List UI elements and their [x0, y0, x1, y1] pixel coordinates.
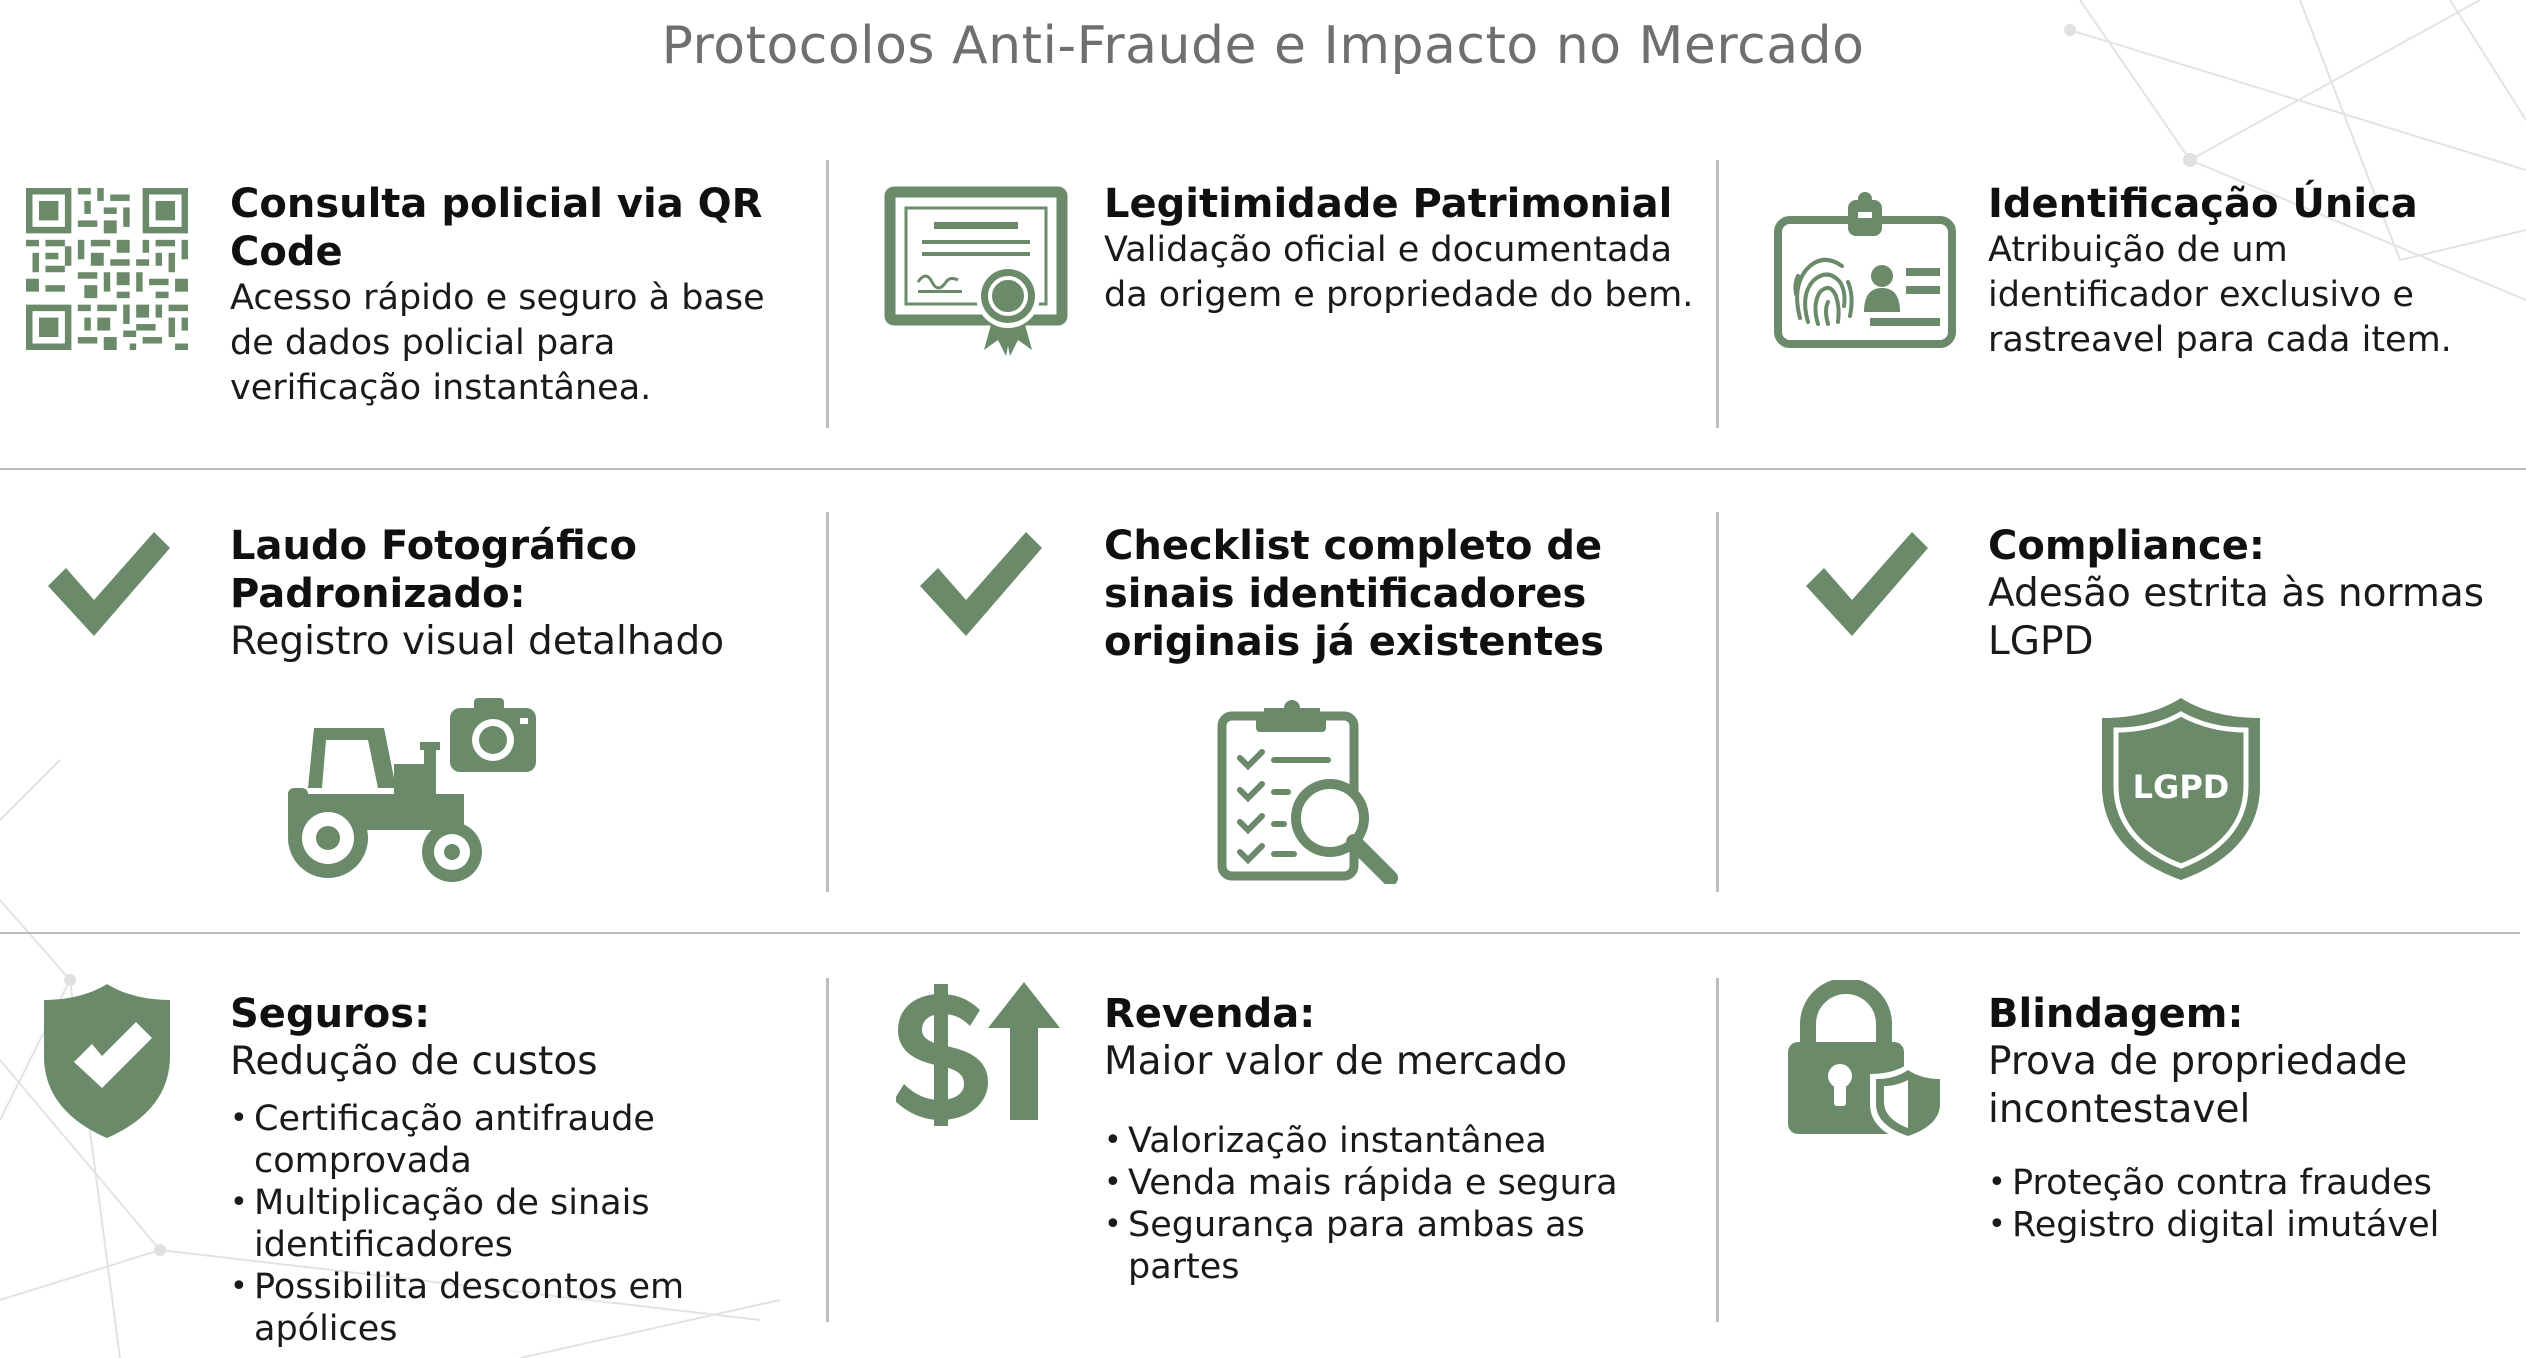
card-subtitle: Adesão estrita às normas LGPD	[1988, 571, 2485, 664]
column-divider-6	[1716, 978, 1719, 1322]
card-title: Legitimidade Patrimonial	[1104, 181, 1673, 227]
card-description: Atribuição de um identificador exclusivo…	[1988, 230, 2452, 360]
list-item: Valorização instantânea	[1104, 1120, 1704, 1162]
checkmark-icon	[1806, 532, 1928, 636]
dollar-arrow-up-icon	[896, 982, 1060, 1126]
card-title: Blindagem:	[1988, 991, 2244, 1037]
row-divider-2	[0, 932, 2520, 934]
qr-code-icon	[26, 188, 188, 350]
row-divider-1	[0, 468, 2526, 470]
column-divider-3	[826, 512, 829, 892]
list-item: Multiplicação de sinais identificadores	[230, 1182, 810, 1266]
card-subtitle: Redução de custos	[230, 1039, 598, 1084]
list-item: Proteção contra fraudes	[1988, 1162, 2518, 1204]
card-subtitle: Prova de propriedade incontestavel	[1988, 1039, 2408, 1132]
column-divider-4	[1716, 512, 1719, 892]
list-item: Registro digital imutável	[1988, 1204, 2518, 1246]
column-divider-5	[826, 978, 829, 1322]
card-description: Validação oficial e documentada da orige…	[1104, 230, 1694, 315]
clipboard-magnifier-icon	[1217, 700, 1398, 884]
card-title: Identificação Única	[1988, 181, 2418, 227]
list-item: Certificação antifraude comprovada	[230, 1098, 810, 1182]
list-item: Segurança para ambas as partes	[1104, 1204, 1704, 1288]
card-title: Checklist completo de sinais identificad…	[1104, 523, 1605, 665]
bullet-list: Certificação antifraude comprovada Multi…	[230, 1098, 810, 1350]
card-title: Compliance:	[1988, 523, 2265, 569]
bullet-list: Proteção contra fraudes Registro digital…	[1988, 1162, 2518, 1246]
card-title: Consulta policial via QR Code	[230, 181, 763, 275]
checkmark-icon	[48, 532, 170, 636]
certificate-icon	[884, 186, 1068, 356]
padlock-shield-icon	[1788, 980, 1944, 1142]
card-subtitle: Maior valor de mercado	[1104, 1039, 1568, 1084]
column-divider-1	[826, 160, 829, 428]
card-description: Acesso rápido e seguro à base de dados p…	[230, 278, 765, 408]
card-title: Seguros:	[230, 991, 431, 1037]
id-badge-fingerprint-icon	[1774, 192, 1956, 348]
checkmark-icon	[920, 532, 1042, 636]
list-item: Venda mais rápida e segura	[1104, 1162, 1704, 1204]
card-subtitle: Registro visual detalhado	[230, 619, 725, 664]
lgpd-shield-icon: LGPD	[2102, 698, 2260, 880]
page-title: Protocolos Anti-Fraude e Impacto no Merc…	[661, 16, 1865, 76]
lgpd-badge-text: LGPD	[2133, 768, 2230, 806]
list-item: Possibilita descontos em apólices	[230, 1266, 810, 1350]
card-title: Laudo Fotográfico Padronizado:	[230, 523, 637, 617]
tractor-camera-icon	[288, 698, 536, 882]
column-divider-2	[1716, 160, 1719, 428]
shield-check-icon	[44, 984, 170, 1138]
card-title: Revenda:	[1104, 991, 1316, 1037]
bullet-list: Valorização instantânea Venda mais rápid…	[1104, 1120, 1704, 1288]
